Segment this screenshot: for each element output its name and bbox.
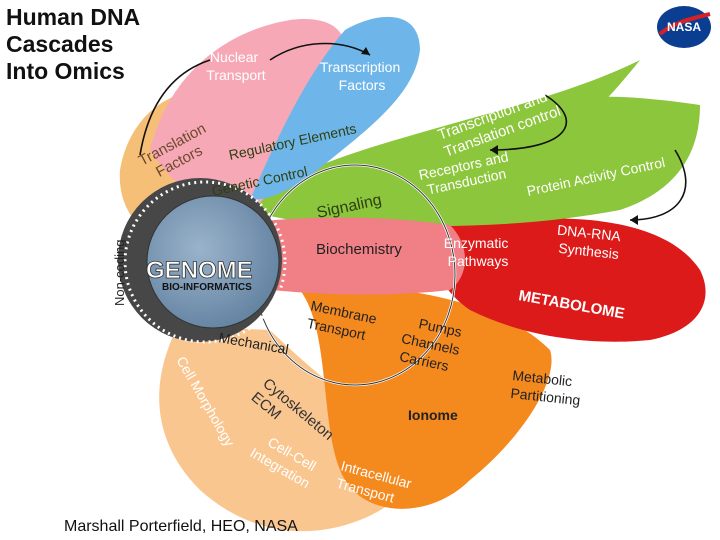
transcription-factors-label: Transcription Factors — [320, 59, 404, 93]
nasa-logo: NASA — [657, 6, 711, 48]
arrow-protein-to-metabolome — [629, 149, 687, 221]
dotted-ring — [123, 180, 287, 344]
arrowhead-2 — [490, 145, 498, 155]
non-coding-label: Non-coding — [112, 240, 127, 307]
arrowhead-1 — [361, 47, 370, 55]
orange-ionome-petal — [300, 286, 552, 509]
nasa-logo-text: NASA — [667, 20, 701, 34]
nuclear-transport-label: Nuclear Transport — [206, 49, 266, 83]
bioinformatics-label: BIO-INFORMATICS — [162, 282, 252, 293]
arrow-translation-to-nuclear — [139, 59, 211, 156]
arrow-control-to-receptors — [489, 94, 567, 151]
arrowhead-3 — [630, 215, 638, 225]
genome-label: GENOME — [146, 257, 253, 284]
arrow-nuclear-to-transcription — [269, 42, 371, 61]
metabolic-partitioning-label: Metabolic Partitioning — [510, 367, 583, 408]
biochemistry-label: Biochemistry — [316, 241, 402, 258]
ionome-label: Ionome — [408, 407, 458, 423]
enzymatic-pathways-label: Enzymatic Pathways — [444, 235, 512, 269]
green-control-petal — [262, 96, 700, 227]
credit-line: Marshall Porterfield, HEO, NASA — [64, 518, 298, 535]
transcription-factors-petal — [250, 16, 420, 200]
page-title: Human DNA Cascades Into Omics — [6, 4, 141, 84]
biochemistry-petal — [230, 217, 465, 295]
pumps-label: Pumps Channels Carriers — [396, 312, 468, 376]
nuclear-transport-petal — [150, 19, 346, 216]
genome-circle — [146, 195, 280, 329]
dna-rna-synthesis-label: DNA-RNA Synthesis — [555, 222, 625, 263]
red-metabolome-petal — [420, 217, 706, 342]
